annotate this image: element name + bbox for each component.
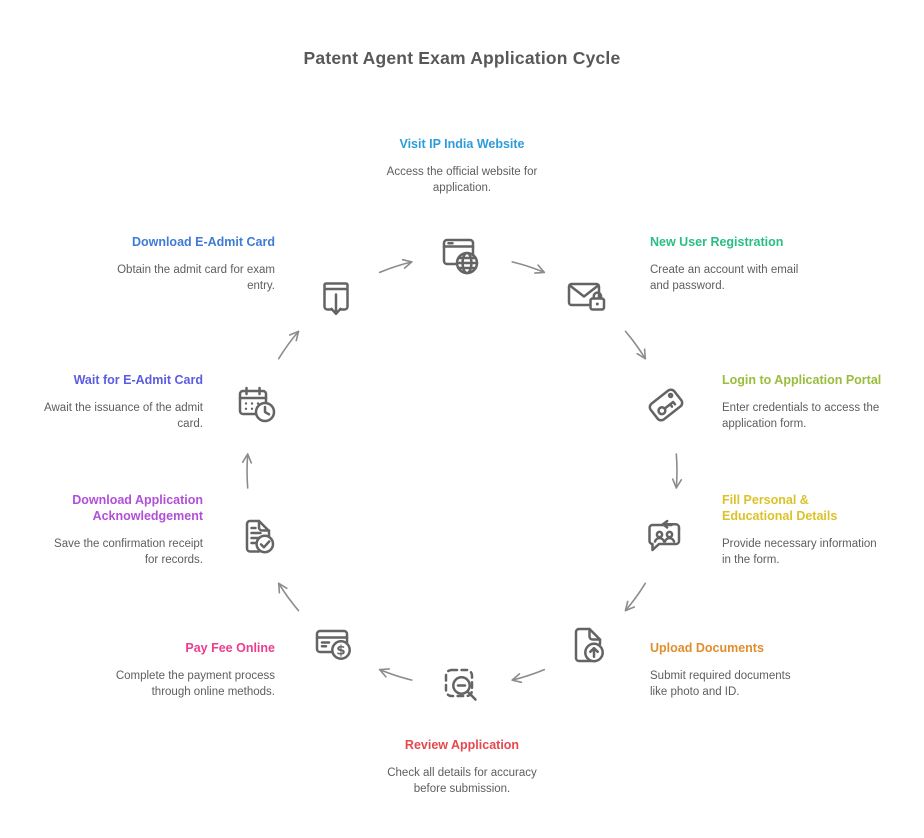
step-review-application: Review Application Check all details for… [332, 737, 592, 797]
step-description: Access the official website for applicat… [386, 166, 538, 194]
step-title: Review Application [404, 738, 520, 752]
step-description: Obtain the admit card for exam entry. [117, 264, 275, 292]
step-pay-fee-online: Pay Fee Online Complete the payment proc… [75, 640, 275, 700]
step-description: Save the confirmation receipt for record… [54, 538, 203, 566]
step-title: New User Registration [650, 235, 784, 249]
step-title: Download Application Acknowledgement [72, 493, 203, 523]
cycle-arrowhead [671, 478, 683, 489]
card-dollar-icon: $ [312, 621, 360, 669]
step-description: Submit required documents like photo and… [650, 670, 791, 698]
cycle-arrowhead [288, 330, 300, 342]
page-title: Patent Agent Exam Application Cycle [303, 48, 621, 68]
cycle-arrowhead [624, 600, 636, 612]
svg-text:$: $ [336, 643, 345, 659]
calendar-clock-icon [234, 381, 282, 429]
cycle-arrowhead [401, 258, 413, 269]
step-wait-admit-card: Wait for E-Admit Card Await the issuance… [8, 372, 203, 432]
cycle-arrow-segment [675, 453, 678, 489]
cycle-arrowhead [534, 264, 546, 274]
step-title: Wait for E-Admit Card [73, 373, 203, 387]
cycle-arrowhead [378, 668, 390, 678]
step-title: Pay Fee Online [185, 641, 275, 655]
cycle-arrowhead [511, 673, 523, 684]
cycle-arrow-segment [378, 668, 413, 681]
cycle-arrow-segment [277, 330, 300, 360]
browser-globe-icon [438, 232, 486, 280]
step-visit-ip-india: Visit IP India Website Access the offici… [332, 136, 592, 196]
cycle-arrowhead [636, 348, 647, 360]
step-upload-documents: Upload Documents Submit required documen… [650, 640, 850, 700]
cycle-arrow-segment [511, 261, 546, 274]
step-description: Create an account with email and passwor… [650, 264, 799, 292]
magnifier-dashed-box-icon [438, 662, 486, 710]
step-download-acknowledgement: Download Application Acknowledgement Sav… [13, 492, 203, 568]
inbox-download-icon [312, 273, 360, 321]
key-tag-icon [642, 381, 690, 429]
people-chat-icon [642, 513, 690, 561]
step-description: Await the issuance of the admit card. [44, 402, 203, 430]
cycle-arrow-segment [511, 668, 546, 681]
cycle-arrowhead [241, 453, 253, 464]
cycle-arrow-segment [277, 582, 300, 612]
document-check-icon [234, 513, 282, 561]
step-download-admit-card: Download E-Admit Card Obtain the admit c… [75, 234, 275, 294]
step-login-portal: Login to Application Portal Enter creden… [722, 372, 917, 432]
step-new-user-registration: New User Registration Create an account … [650, 234, 850, 294]
step-title: Fill Personal & Educational Details [722, 493, 838, 523]
cycle-arrowhead [277, 582, 288, 594]
cycle-arrow-segment [378, 261, 413, 274]
cycle-arrow-segment [624, 330, 647, 360]
cycle-arrow-segment [624, 582, 647, 612]
step-description: Enter credentials to access the applicat… [722, 402, 880, 430]
step-description: Complete the payment process through onl… [115, 670, 275, 698]
envelope-lock-icon [564, 273, 612, 321]
step-title: Download E-Admit Card [131, 235, 275, 249]
step-fill-details: Fill Personal & Educational Details Prov… [722, 492, 917, 568]
step-title: Visit IP India Website [399, 137, 525, 151]
document-upload-icon [564, 621, 612, 669]
step-description: Check all details for accuracy before su… [387, 767, 537, 795]
step-title: Upload Documents [650, 641, 764, 655]
step-description: Provide necessary information in the for… [722, 538, 877, 566]
step-title: Login to Application Portal [722, 373, 882, 387]
cycle-arrow-segment [246, 453, 249, 489]
